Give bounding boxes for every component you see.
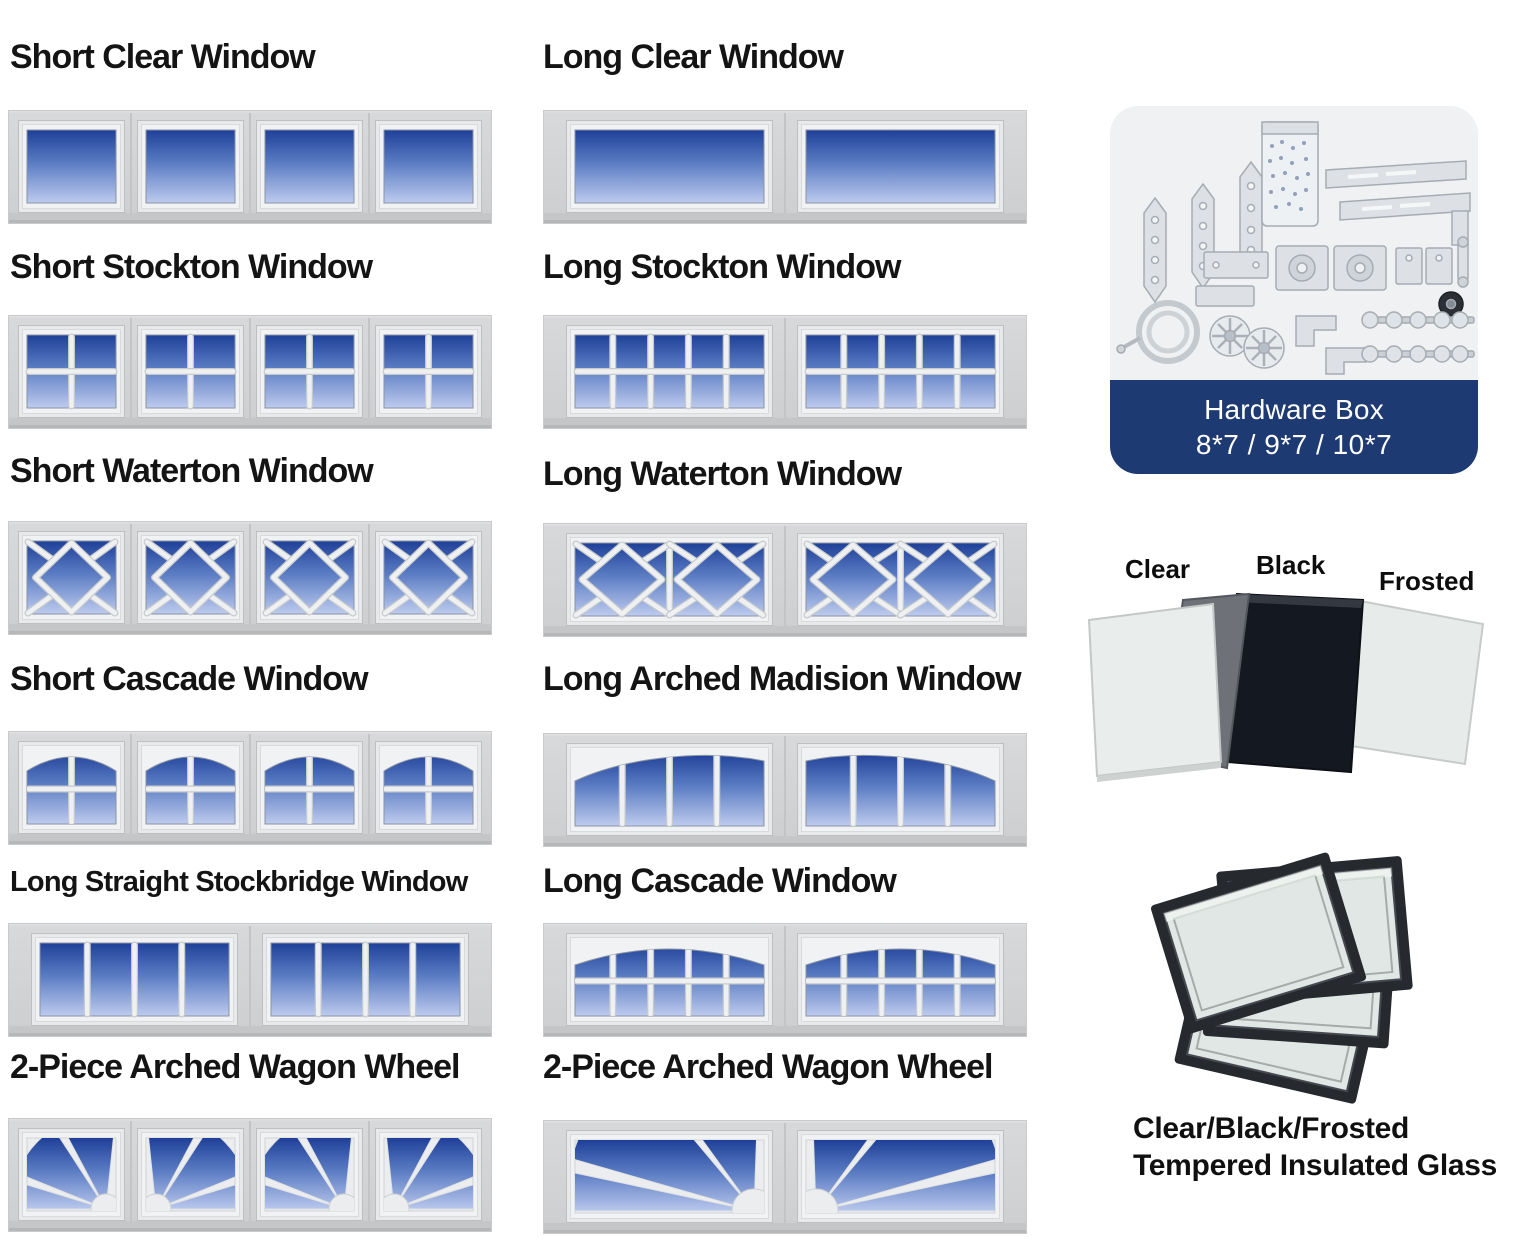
panel-image-long-clear bbox=[543, 110, 1027, 224]
section-title-short-wagon: 2-Piece Arched Wagon Wheel bbox=[10, 1048, 460, 1086]
panel-image-short-clear bbox=[8, 110, 492, 224]
section-title-short-waterton: Short Waterton Window bbox=[10, 452, 374, 490]
panel-image-long-madison bbox=[543, 733, 1027, 847]
section-title-stockbridge: Long Straight Stockbridge Window bbox=[10, 866, 468, 898]
glass-color-samples: Clear Black Frosted bbox=[1087, 542, 1499, 788]
panel-image-short-wagon bbox=[8, 1118, 492, 1232]
panel-image-short-waterton bbox=[8, 521, 492, 635]
panel-image-stockbridge bbox=[8, 923, 492, 1037]
glass-label-clear: Clear bbox=[1125, 554, 1191, 584]
section-title-long-madison: Long Arched Madision Window bbox=[543, 660, 1022, 698]
hardware-kit-image bbox=[1110, 106, 1478, 384]
hardware-box-card: Hardware Box 8*7 / 9*7 / 10*7 bbox=[1110, 106, 1478, 474]
hardware-kit-illustration bbox=[1116, 121, 1475, 375]
section-title-long-waterton: Long Waterton Window bbox=[543, 455, 902, 493]
panel-image-long-waterton bbox=[543, 523, 1027, 637]
glass-label-frosted: Frosted bbox=[1379, 566, 1475, 596]
section-title-short-clear: Short Clear Window bbox=[10, 38, 316, 76]
section-title-long-stockton: Long Stockton Window bbox=[543, 248, 901, 286]
panel-image-long-cascade bbox=[543, 923, 1027, 1037]
section-title-long-clear: Long Clear Window bbox=[543, 38, 844, 76]
insulated-glass-stack-image bbox=[1149, 850, 1414, 1104]
section-title-long-cascade: Long Cascade Window bbox=[543, 862, 897, 900]
caption-line1: Clear/Black/Frosted bbox=[1133, 1112, 1410, 1145]
panel-image-long-stockton bbox=[543, 315, 1027, 429]
insulated-glass-caption: Clear/Black/Frosted Tempered Insulated G… bbox=[1133, 1110, 1497, 1184]
section-title-long-wagon: 2-Piece Arched Wagon Wheel bbox=[543, 1048, 993, 1086]
section-title-short-stockton: Short Stockton Window bbox=[10, 248, 373, 286]
hardware-box-band: Hardware Box 8*7 / 9*7 / 10*7 bbox=[1110, 380, 1478, 474]
glass-label-black: Black bbox=[1256, 550, 1326, 580]
section-title-short-cascade: Short Cascade Window bbox=[10, 660, 369, 698]
hardware-box-sizes: 8*7 / 9*7 / 10*7 bbox=[1195, 428, 1393, 460]
glass-panes-image bbox=[1087, 592, 1485, 782]
hardware-box-title: Hardware Box bbox=[1204, 393, 1384, 425]
caption-line2: Tempered Insulated Glass bbox=[1133, 1149, 1498, 1182]
panel-image-short-cascade bbox=[8, 731, 492, 845]
panel-image-long-wagon bbox=[543, 1120, 1027, 1234]
panel-image-short-stockton bbox=[8, 315, 492, 429]
